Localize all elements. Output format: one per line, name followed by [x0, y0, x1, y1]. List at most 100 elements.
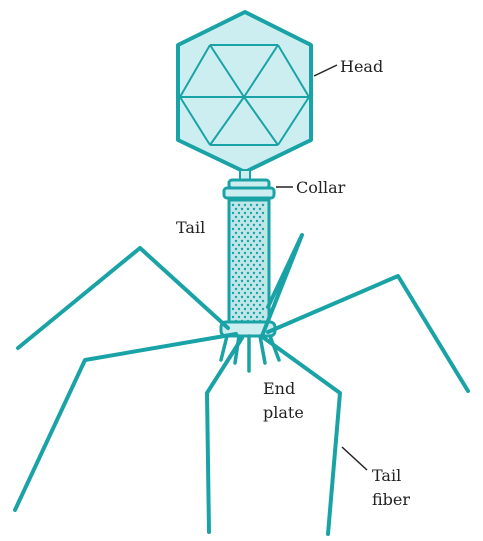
- tail-sheath-dot: [250, 228, 252, 230]
- tail-sheath-dot: [232, 228, 234, 230]
- label-tail: Tail: [176, 218, 205, 237]
- tail-sheath-dot: [250, 236, 252, 238]
- tail-sheath-dot: [241, 264, 243, 266]
- tail-sheath-dot: [241, 288, 243, 290]
- tail-sheath-dot: [250, 268, 252, 270]
- tail-sheath-dot: [262, 252, 264, 254]
- tail-sheath-dot: [238, 244, 240, 246]
- tail-sheath-dot: [238, 268, 240, 270]
- tail-sheath-dot: [238, 204, 240, 206]
- tail-sheath-dot: [262, 292, 264, 294]
- tail-sheath-dot: [232, 260, 234, 262]
- tail-sheath-dot: [244, 300, 246, 302]
- tail-sheath-dot: [262, 244, 264, 246]
- tail-sheath-dot: [247, 264, 249, 266]
- tail-sheath-dot: [253, 304, 255, 306]
- tail-sheath-dot: [250, 260, 252, 262]
- tail-sheath-dot: [241, 280, 243, 282]
- tail-sheath-dot: [256, 228, 258, 230]
- tail-sheath-dot: [256, 292, 258, 294]
- tail-sheath-dot: [259, 216, 261, 218]
- tail-sheath-dot: [235, 224, 237, 226]
- tail-sheath-dot: [253, 280, 255, 282]
- tail-sheath-dot: [241, 296, 243, 298]
- tail-sheath-dot: [250, 284, 252, 286]
- tail-sheath-dot: [244, 308, 246, 310]
- tail-sheath-dot: [259, 256, 261, 258]
- tail-sheath-dot: [238, 292, 240, 294]
- tail-sheath-dot: [250, 276, 252, 278]
- tail-sheath-dot: [232, 292, 234, 294]
- tail-sheath-dot: [241, 240, 243, 242]
- tail-sheath-dot: [244, 276, 246, 278]
- tail-sheath-dot: [259, 208, 261, 210]
- phage-tail-sheath: [229, 200, 269, 324]
- tail-sheath-dot: [235, 248, 237, 250]
- tail-sheath-dot: [262, 220, 264, 222]
- tail-sheath-dot: [259, 248, 261, 250]
- tail-sheath-dot: [262, 300, 264, 302]
- tail-sheath-dot: [238, 316, 240, 318]
- tail-sheath-dot: [232, 268, 234, 270]
- tail-sheath-dot: [238, 252, 240, 254]
- tail-sheath-dot: [262, 284, 264, 286]
- tail-sheath-dot: [253, 208, 255, 210]
- tail-sheath-dot: [247, 280, 249, 282]
- head-outline: [178, 12, 311, 172]
- tail-sheath-dot: [253, 232, 255, 234]
- tail-sheath-dot: [247, 208, 249, 210]
- tail-sheath-dot: [244, 316, 246, 318]
- tail-sheath-dot: [253, 224, 255, 226]
- tail-sheath-dot: [256, 252, 258, 254]
- tail-sheath-dot: [241, 312, 243, 314]
- tail-sheath-dot: [232, 236, 234, 238]
- tail-sheath-dot: [247, 296, 249, 298]
- tail-sheath-dot: [250, 220, 252, 222]
- label-tail-fiber-line1: Tail: [372, 466, 401, 485]
- collar-lower: [224, 188, 274, 198]
- tail-sheath-dot: [244, 220, 246, 222]
- tail-sheath-dot: [235, 216, 237, 218]
- tail-sheath-dot: [232, 300, 234, 302]
- tail-sheath-dot: [250, 292, 252, 294]
- phage-collar: [224, 180, 274, 198]
- tail-sheath-dot: [250, 204, 252, 206]
- tail-sheath-dot: [250, 252, 252, 254]
- tail-sheath-dot: [259, 280, 261, 282]
- tail-sheath-dot: [238, 284, 240, 286]
- label-head: Head: [340, 57, 383, 76]
- tail-sheath-dot: [262, 260, 264, 262]
- tail-sheath-dot: [262, 276, 264, 278]
- tail-sheath-dot: [256, 220, 258, 222]
- tail-sheath-dot: [238, 276, 240, 278]
- tail-sheath-dot: [247, 232, 249, 234]
- tail-sheath-dot: [250, 244, 252, 246]
- tail-sheath-dot: [232, 316, 234, 318]
- tail-sheath-dot: [235, 264, 237, 266]
- tail-fiber: [264, 338, 340, 534]
- tail-sheath-dot: [238, 212, 240, 214]
- tail-sheath-dot: [241, 248, 243, 250]
- tail-sheath-dot: [232, 212, 234, 214]
- tail-sheath-dot: [253, 312, 255, 314]
- label-end-plate-line1: End: [263, 379, 295, 398]
- tail-sheath-dot: [259, 224, 261, 226]
- tail-sheath-dot: [244, 244, 246, 246]
- tail-sheath-dot: [241, 304, 243, 306]
- tail-sheath-dot: [235, 312, 237, 314]
- tail-sheath-dot: [241, 272, 243, 274]
- tail-sheath-dot: [232, 220, 234, 222]
- tail-sheath-dot: [241, 256, 243, 258]
- tail-sheath-dot: [256, 308, 258, 310]
- tail-sheath-dot: [247, 272, 249, 274]
- tail-fiber: [15, 334, 236, 510]
- tail-sheath-dot: [262, 204, 264, 206]
- tail-sheath-dot: [256, 260, 258, 262]
- end-plate-spike: [221, 336, 227, 360]
- tail-sheath-dot: [253, 272, 255, 274]
- phage-head: [178, 12, 311, 172]
- tail-sheath-dot: [253, 248, 255, 250]
- tail-sheath-dot: [232, 204, 234, 206]
- tail-sheath-dot: [232, 308, 234, 310]
